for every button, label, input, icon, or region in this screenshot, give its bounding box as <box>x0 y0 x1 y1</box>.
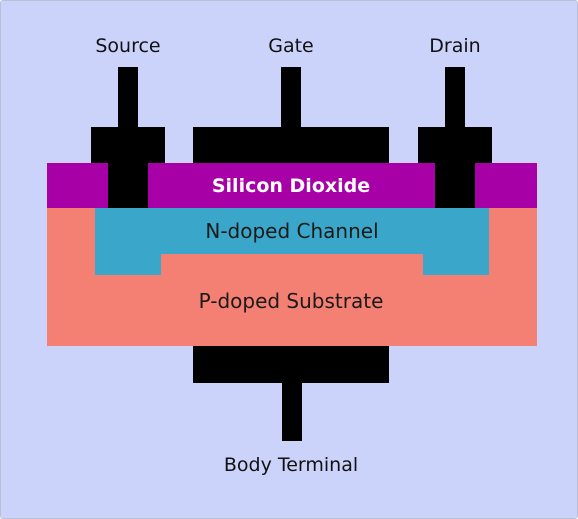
drain-lead <box>445 67 465 127</box>
drain-contact-plug <box>435 163 475 208</box>
source-lead <box>118 67 138 127</box>
gate-electrode <box>193 127 389 163</box>
drain-label: Drain <box>429 35 481 57</box>
body-contact <box>193 346 389 383</box>
drain-contact-cap <box>418 127 492 163</box>
source-label: Source <box>95 35 161 57</box>
source-contact-plug <box>108 163 148 208</box>
gate-lead <box>281 67 301 127</box>
body-terminal-label: Body Terminal <box>223 454 359 476</box>
substrate-label: P-doped Substrate <box>198 289 384 313</box>
channel-label: N-doped Channel <box>205 219 379 243</box>
oxide-label: Silicon Dioxide <box>211 175 371 197</box>
gate-label: Gate <box>268 35 314 57</box>
n-doped-channel <box>95 208 489 275</box>
body-lead <box>282 383 302 441</box>
source-contact-cap <box>91 127 165 163</box>
